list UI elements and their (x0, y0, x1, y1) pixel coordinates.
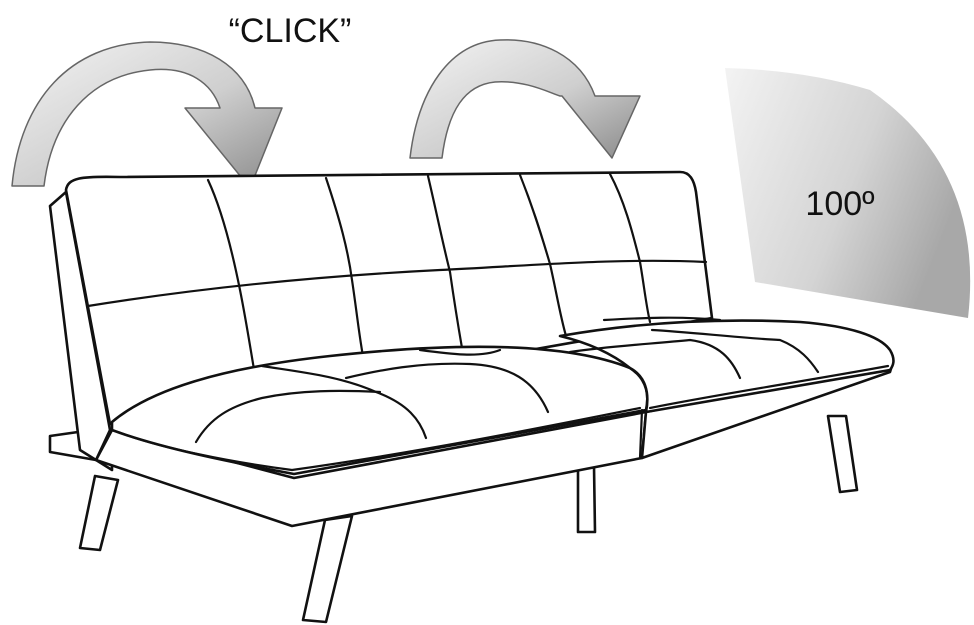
click-label: “CLICK” (229, 12, 352, 50)
futon-sofa (48, 170, 895, 624)
sofa-back-frame (48, 190, 112, 462)
back-leg-left (576, 464, 597, 534)
front-leg-left (78, 474, 120, 552)
back-leg-right (826, 414, 859, 494)
left-rotation-arrow (11, 41, 283, 189)
front-leg-center (301, 514, 354, 624)
angle-label: 100º (805, 185, 874, 223)
right-rotation-arrow (409, 39, 641, 159)
angle-wedge (725, 68, 971, 318)
